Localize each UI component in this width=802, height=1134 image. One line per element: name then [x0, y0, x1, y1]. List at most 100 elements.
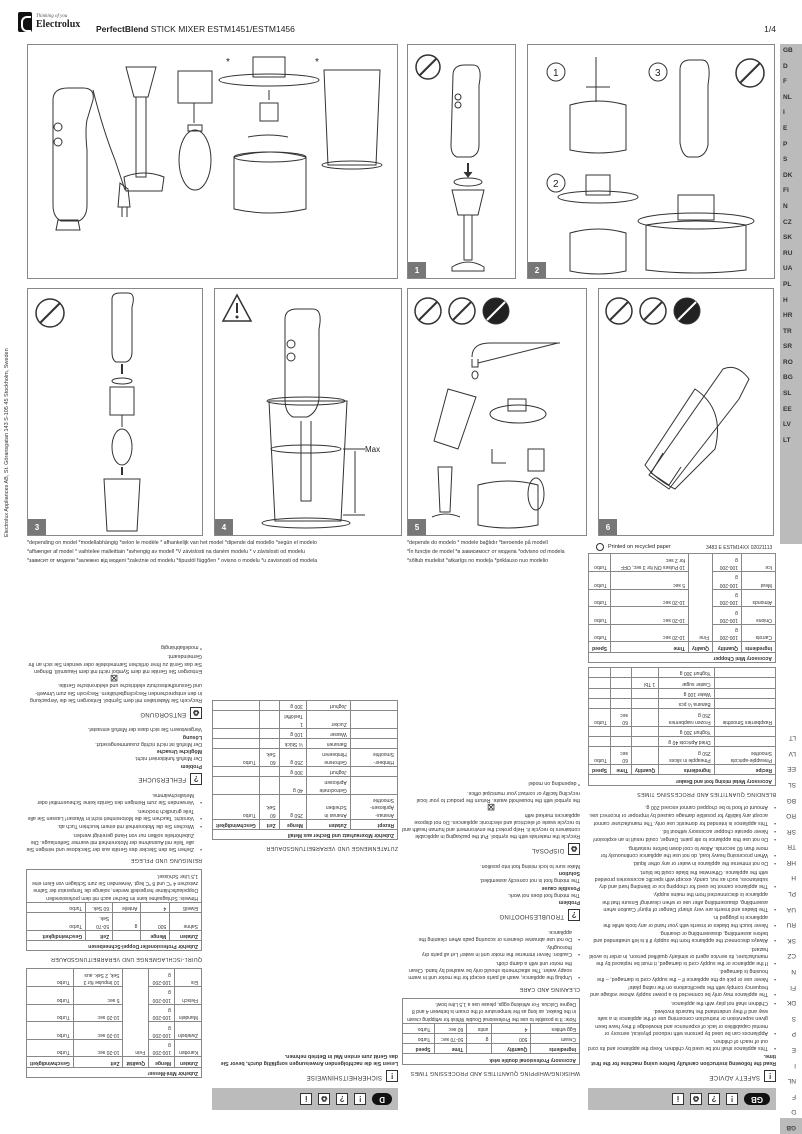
lang-tab[interactable]: RO: [783, 358, 793, 366]
lang-tab[interactable]: DK: [786, 999, 796, 1007]
lang-tab[interactable]: PL: [788, 890, 796, 898]
unplug-warning-icon: [415, 54, 441, 80]
panel-5: 5: [407, 288, 587, 536]
lang-tab[interactable]: DK: [783, 171, 793, 179]
info-icon: i: [672, 1093, 684, 1105]
instructions-section-rotated: GB D F NL I E P S DK FI N CZ SK RU UA PL…: [0, 553, 802, 1134]
safety-intro: Read the following instruction carefully…: [591, 1052, 776, 1066]
lang-tab[interactable]: N: [791, 968, 796, 976]
document-title: PerfectBlend STICK MIXER ESTM1451/ESTM14…: [96, 24, 295, 34]
panel-4: Max 4: [214, 288, 402, 536]
lang-tab[interactable]: F: [792, 1092, 796, 1100]
lang-tab[interactable]: S: [791, 1014, 796, 1022]
product-parts-illustration: * *: [52, 56, 383, 231]
safety-heading: !SICHERHEITSHINWEISE: [212, 1070, 398, 1082]
lang-tab[interactable]: SK: [787, 936, 796, 944]
cleaning-parts-illustration: [414, 297, 560, 529]
lang-tab[interactable]: HR: [783, 312, 793, 320]
de-cleaning-list: Ziehen Sie den Stecker des Geräts aus de…: [26, 791, 202, 852]
lang-tab[interactable]: LV: [783, 421, 791, 429]
brand-tagline: Thinking of you: [36, 14, 68, 19]
lang-tab[interactable]: SR: [786, 827, 796, 835]
lang-tab[interactable]: PL: [783, 280, 792, 288]
lang-tab[interactable]: H: [783, 296, 788, 304]
lang-tab[interactable]: FI: [790, 983, 796, 991]
de-section-header: D ! ? ♻ i: [212, 1088, 398, 1110]
lang-tab[interactable]: UA: [783, 265, 793, 273]
crossed-bin-icon: ⊠: [486, 801, 496, 813]
panel-number: 3: [28, 519, 46, 535]
warning-icon: !: [726, 1093, 738, 1105]
lang-tab[interactable]: NL: [787, 1077, 796, 1085]
info-icon: i: [300, 1093, 313, 1105]
lang-tab[interactable]: SL: [783, 390, 792, 398]
lang-tab[interactable]: RU: [783, 249, 793, 257]
disposal-icon: ♻: [318, 1093, 331, 1105]
lang-tab[interactable]: GB: [780, 1118, 802, 1134]
lang-tab[interactable]: EE: [783, 405, 792, 413]
cleaning-heading: CLEANING AND CARE: [519, 985, 580, 992]
lang-tab[interactable]: D: [783, 62, 788, 70]
page-header: Thinking of you Electrolux PerfectBlend …: [0, 0, 802, 42]
gb-column-safety: GB ! ? ♻ i !SAFETY ADVICE Read the follo…: [588, 549, 776, 1134]
svg-text:*: *: [226, 57, 230, 68]
blending-in-beaker-illustration: Max: [221, 293, 380, 529]
language-index-bar-bottom: GB D F NL I E P S DK FI N CZ SK RU UA PL…: [780, 574, 802, 1134]
lang-tab[interactable]: CZ: [783, 218, 792, 226]
lang-tab[interactable]: FI: [783, 187, 789, 195]
lang-tab[interactable]: P: [791, 1030, 796, 1038]
lang-tab[interactable]: I: [783, 109, 785, 117]
lang-tab[interactable]: D: [791, 1108, 796, 1116]
lang-tab[interactable]: N: [783, 202, 788, 210]
help-icon: ?: [336, 1093, 349, 1105]
lang-tab[interactable]: P: [783, 140, 788, 148]
warning-icon: !: [354, 1093, 367, 1105]
attach-whisk-illustration: [35, 292, 141, 532]
lang-tab[interactable]: SR: [783, 343, 793, 351]
lang-tab[interactable]: UA: [786, 905, 796, 913]
lang-tab[interactable]: EE: [787, 765, 796, 773]
lang-tab[interactable]: TR: [783, 327, 792, 335]
lang-tab[interactable]: E: [791, 1046, 796, 1054]
wipe-motor-unit-illustration: [605, 297, 750, 490]
svg-text:2: 2: [553, 179, 559, 190]
lang-tab[interactable]: F: [783, 78, 787, 86]
lang-tab[interactable]: SL: [788, 780, 796, 788]
lang-tab[interactable]: RO: [786, 812, 796, 820]
lang-tab[interactable]: SK: [783, 234, 793, 242]
lang-tab[interactable]: LT: [788, 734, 796, 742]
lang-tab[interactable]: HR: [786, 858, 796, 866]
lang-tab[interactable]: LV: [788, 749, 796, 757]
safety-list: This appliance shall not be used by chil…: [588, 803, 776, 1051]
blend-heading: BLENDING QUANTITIES AND PROCESSING TIMES: [636, 790, 776, 797]
assemble-chopper-illustration: 1 2 3: [546, 57, 765, 275]
panel-2: 1 2 3 2: [527, 44, 775, 279]
lang-tab[interactable]: S: [783, 156, 788, 164]
lang-tab[interactable]: H: [791, 874, 796, 882]
lang-tab[interactable]: E: [783, 124, 788, 132]
lang-tab[interactable]: BG: [786, 796, 796, 804]
blend-table: Accessory Metal mixing foot and Beaker R…: [588, 667, 776, 786]
lang-tab[interactable]: GB: [783, 47, 793, 54]
panel-number: 6: [599, 519, 617, 535]
blend-heading: ZUTATENMENGE UND VERARBEITUNGSDAUER: [266, 845, 398, 852]
troubleshooting-heading: ?TROUBLESHOOTING: [402, 909, 580, 922]
electrolux-logo-icon: [18, 12, 32, 32]
svg-text:Max: Max: [365, 445, 380, 454]
lang-tab[interactable]: CZ: [787, 952, 796, 960]
recycled-paper-note: Printed on recycled paper: [596, 543, 671, 551]
disposal-heading: ♻DISPOSAL: [402, 843, 580, 856]
manufacturer-address: Electrolux Appliances AB, St. Göransgata…: [4, 348, 10, 537]
lang-tab[interactable]: TR: [787, 843, 796, 851]
whisk-table: Accessory Professional double wisk Ingre…: [402, 998, 580, 1065]
lang-tab[interactable]: RU: [786, 921, 796, 929]
lang-tab[interactable]: NL: [783, 93, 792, 101]
panel-number: 4: [215, 519, 233, 535]
recycle-icon: [596, 543, 604, 551]
lang-tab[interactable]: BG: [783, 374, 793, 382]
svg-text:3: 3: [655, 68, 661, 79]
lang-tab[interactable]: LT: [783, 436, 791, 444]
lang-tab[interactable]: I: [794, 1061, 796, 1069]
brand-name: Electrolux: [36, 19, 81, 30]
